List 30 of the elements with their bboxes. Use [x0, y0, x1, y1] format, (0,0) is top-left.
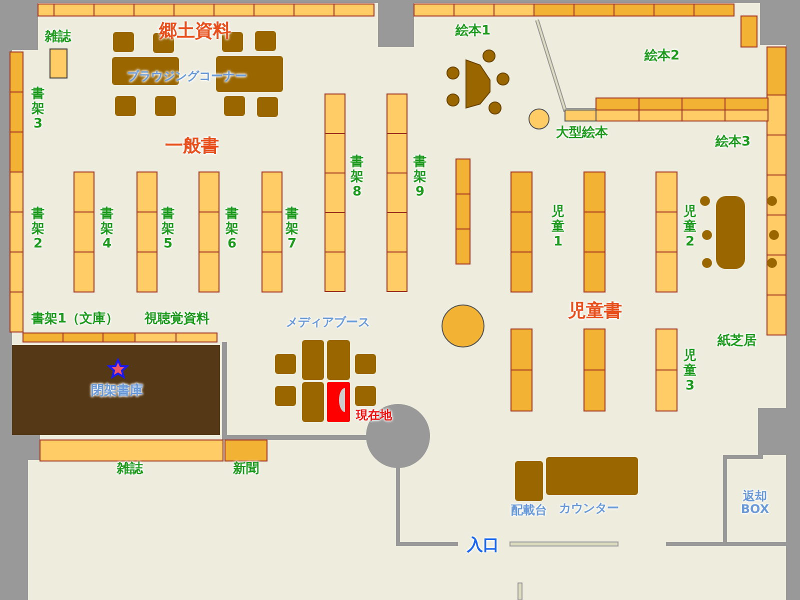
shelf-label: 絵本3 — [715, 136, 751, 150]
shelf-label: 書架2 — [30, 208, 46, 252]
shelf-label: 視聴覚資料 — [144, 312, 210, 328]
shelf-label: 書架5 — [160, 208, 176, 252]
shelf-label: 書架9 — [412, 156, 428, 200]
shelf-label: 書架7 — [284, 208, 300, 252]
area-label: メディアブース — [286, 316, 370, 330]
shelf-label: 雑誌 — [117, 462, 143, 478]
shelf-label: 児童3 — [682, 350, 698, 394]
shelf-label: 書架8 — [350, 156, 364, 200]
area-label: 配載台 — [511, 504, 547, 518]
entrance-label: 入口 — [467, 536, 499, 554]
shelf-label: 絵本2 — [644, 50, 680, 64]
shelf-label: 雑誌 — [45, 30, 71, 46]
shelf-label: 書架1（文庫） — [31, 312, 119, 328]
room-label: 閉架書庫 — [91, 384, 143, 400]
shelf-label: 書架6 — [224, 208, 240, 252]
shelf-label: 絵本1 — [455, 24, 491, 40]
shelf-label: 児童2 — [682, 206, 698, 250]
shelf-label: 児童1 — [550, 206, 566, 250]
shelf-label: 紙芝居 — [718, 334, 756, 350]
shelf-label: 書架3 — [30, 88, 46, 132]
shelf-label: 大型絵本 — [556, 126, 608, 142]
shelf-label: 新聞 — [233, 462, 259, 478]
closed-stacks-room — [12, 345, 220, 435]
section-heading: 一般書 — [165, 136, 219, 158]
shelf-label: 書架4 — [100, 208, 114, 252]
area-label: 返却BOX — [740, 490, 770, 516]
section-heading: 児童書 — [568, 302, 622, 322]
area-label: カウンター — [559, 502, 619, 516]
